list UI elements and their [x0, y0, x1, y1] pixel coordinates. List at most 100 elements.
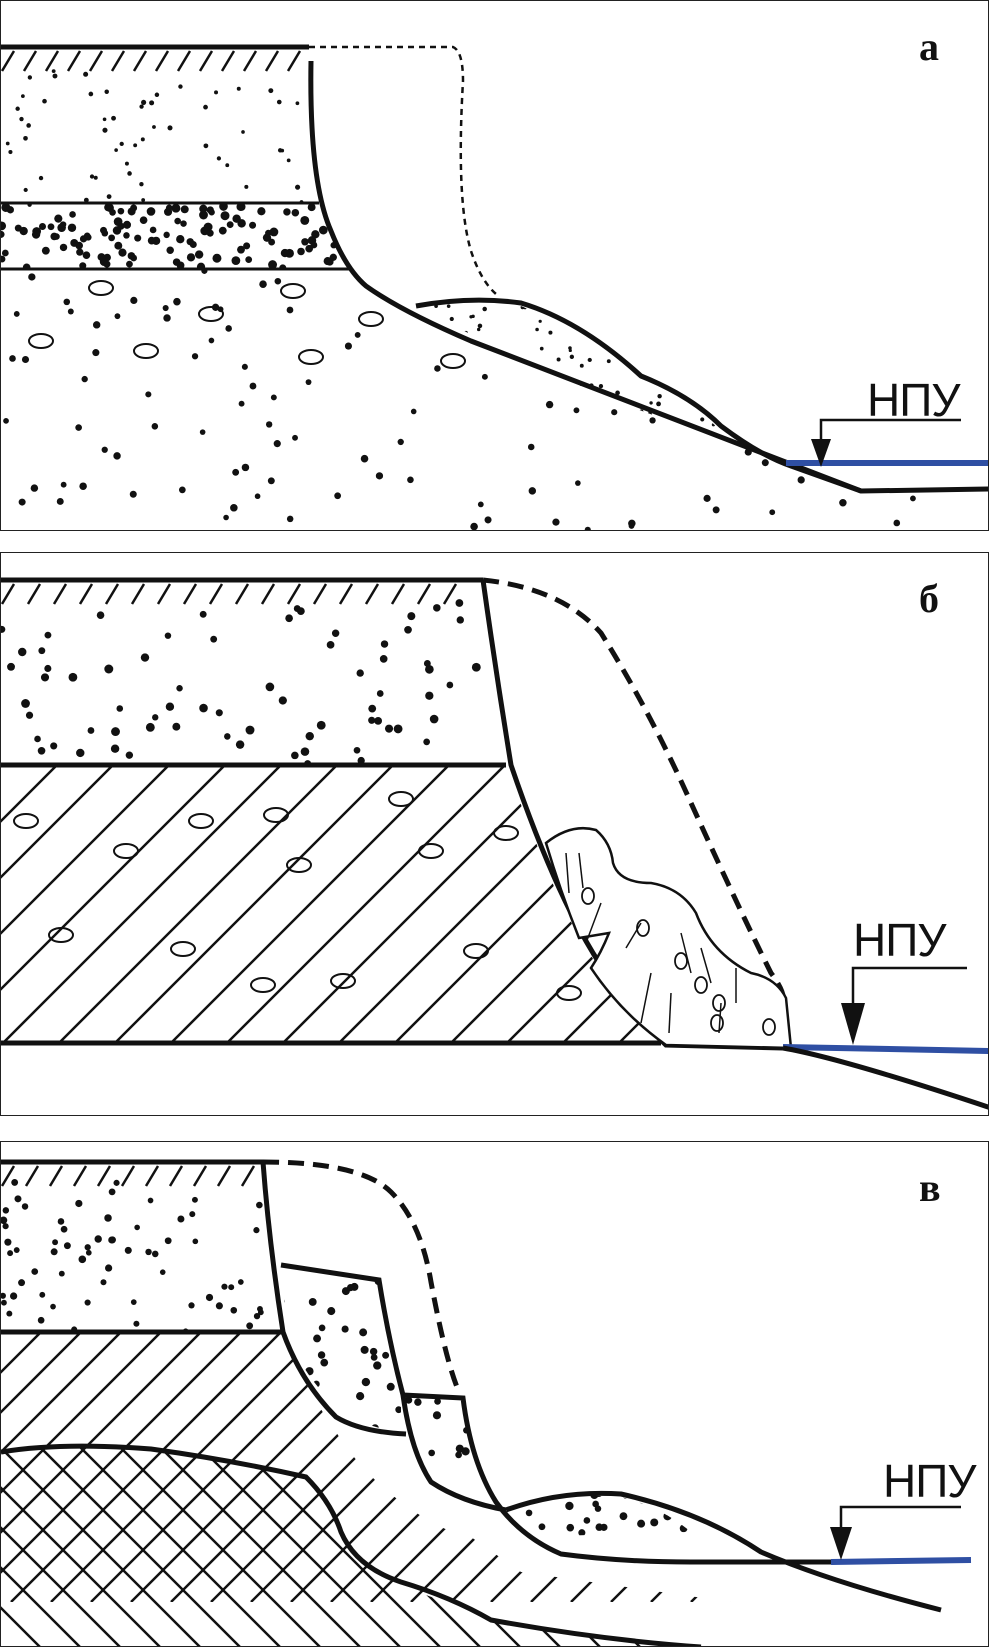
dot [125, 751, 134, 759]
dot [268, 238, 276, 246]
dot [246, 1322, 254, 1330]
dot [420, 422, 424, 426]
dot [176, 685, 183, 692]
dot [140, 653, 150, 662]
dot [446, 304, 451, 308]
dot [464, 405, 469, 410]
dot [711, 357, 716, 362]
dot [329, 253, 337, 261]
dot [243, 242, 251, 250]
dot [722, 338, 729, 345]
dot [232, 468, 240, 476]
dot [139, 104, 144, 109]
dot [1, 230, 5, 238]
hatch-line [700, 947, 712, 984]
hatch-tick [144, 1165, 160, 1187]
dot [466, 400, 471, 404]
dot [757, 326, 765, 334]
slump-deposit-texture [416, 301, 790, 466]
dot [471, 662, 481, 672]
hatch-line [668, 992, 672, 1034]
dot [60, 1225, 68, 1233]
dot [111, 727, 120, 737]
dot [869, 425, 877, 433]
dot [269, 227, 279, 237]
dot [600, 1523, 608, 1531]
dot [650, 1518, 659, 1527]
hatch-tick [286, 583, 302, 605]
dot [199, 610, 207, 618]
hatch-line [562, 765, 661, 1043]
dot [54, 214, 63, 223]
dot [85, 1249, 92, 1256]
dot [257, 1305, 263, 1312]
dot [732, 322, 740, 330]
dot [813, 376, 820, 384]
dot [206, 206, 214, 214]
dot [764, 383, 769, 388]
dot [661, 312, 666, 318]
dot [360, 1345, 369, 1354]
dot [368, 716, 376, 724]
dot [461, 1447, 470, 1456]
dot [728, 398, 733, 403]
dot [113, 452, 121, 460]
dot [583, 1517, 591, 1524]
hatch-line [718, 1002, 722, 1034]
dot [124, 161, 129, 166]
dot [19, 116, 24, 122]
pebble [388, 791, 414, 807]
dot [166, 246, 174, 255]
dot [568, 346, 572, 350]
bank-profile-line [402, 1392, 831, 1565]
dot [96, 611, 105, 619]
hatch-line [154, 1446, 362, 1646]
dot [465, 447, 470, 452]
dot [428, 1449, 436, 1457]
dot [42, 98, 47, 104]
dot [625, 352, 630, 356]
dot [742, 357, 749, 364]
dot [578, 421, 584, 426]
dot [236, 86, 241, 91]
dot [146, 207, 156, 216]
dot [927, 289, 935, 296]
dot [781, 272, 788, 279]
dot [419, 378, 424, 383]
dot [541, 419, 545, 423]
hatch-line [1, 765, 226, 1043]
dot [267, 477, 275, 485]
dot [785, 320, 790, 325]
dot [84, 1244, 91, 1251]
dot [299, 200, 304, 204]
dot [241, 463, 250, 472]
dot [113, 217, 123, 226]
dot [634, 317, 639, 322]
dot [702, 366, 707, 370]
hatch-line [634, 1446, 701, 1646]
dot [394, 1337, 401, 1345]
hatch-tick [240, 1165, 256, 1187]
hatch-line [234, 1446, 442, 1646]
dot [318, 1324, 326, 1332]
dot [92, 321, 101, 329]
pebble [28, 333, 54, 349]
dot [425, 665, 434, 674]
dot [206, 229, 214, 237]
dot [164, 632, 172, 639]
dot [1, 255, 6, 263]
dot [475, 400, 481, 405]
dot [189, 240, 197, 248]
hatch-tick [1, 1165, 16, 1187]
dot [310, 241, 318, 249]
dot [433, 604, 441, 612]
dot [151, 423, 159, 430]
dot [456, 342, 460, 347]
hatch-tick [88, 50, 104, 72]
dot [159, 1269, 166, 1275]
dot [280, 248, 290, 258]
dot [163, 231, 170, 239]
dot [425, 691, 434, 700]
pebble [674, 952, 688, 970]
hatch-tick [234, 583, 250, 605]
